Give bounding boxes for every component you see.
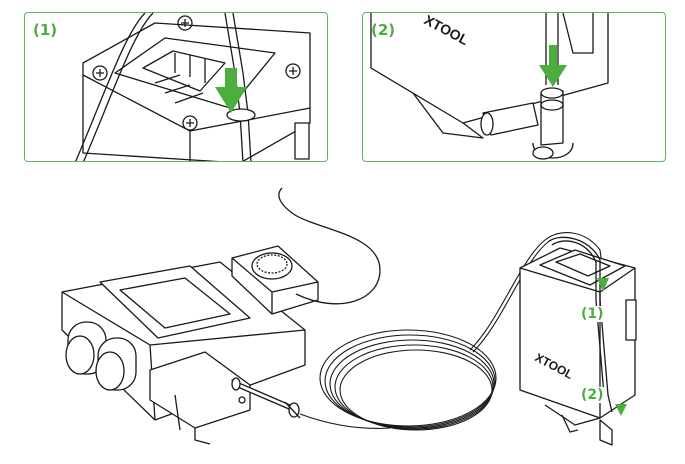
arrow-down-icon [597,278,609,292]
callout-step-2: (2) [580,387,605,403]
arrow-down-icon [615,404,627,416]
inset-1-label: (1) [33,21,58,39]
inset-1-illustration [75,13,311,161]
inset-2-label: (2) [371,21,396,39]
hose-outlet [231,377,301,419]
inset-step-2: XTOOL (2) [362,12,666,162]
laser-module [519,247,637,446]
arrow-down-icon [539,65,567,87]
arrow-down-icon [215,87,247,113]
module-hose [547,236,613,413]
callout-step-1: (1) [580,306,605,322]
power-cable [278,187,381,305]
inset-2-illustration: XTOOL [370,13,609,160]
speed-knob [231,245,319,315]
air-pump [61,261,306,445]
air-hose-coil [299,232,603,431]
inset-step-1: (1) [24,12,328,162]
